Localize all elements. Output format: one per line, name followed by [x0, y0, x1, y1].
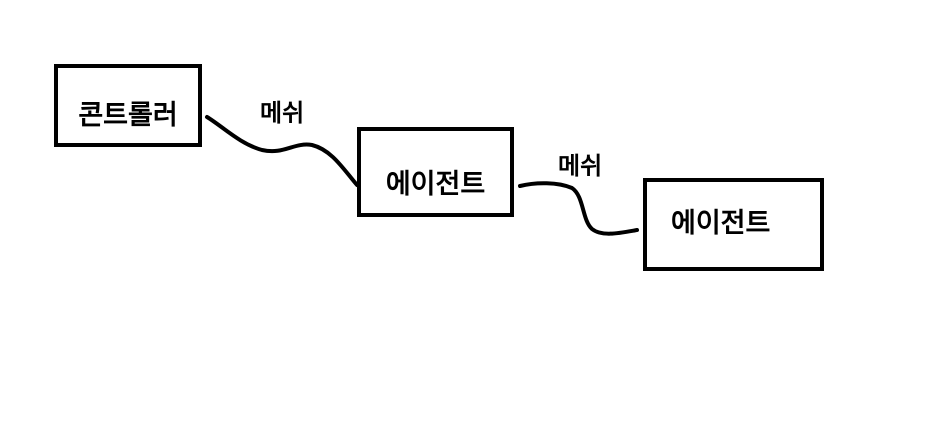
agent-node-1-label: 에이전트: [385, 168, 486, 200]
controller-node: 콘트롤러: [54, 64, 202, 147]
mesh-label-2: 메쉬: [558, 152, 603, 180]
agent-node-2: 에이전트: [643, 178, 824, 271]
mesh-connector-agent-agent: [518, 181, 639, 236]
mesh-label-1: 메쉬: [260, 99, 305, 127]
mesh-connector-controller-agent: [205, 115, 359, 187]
agent-node-1: 에이전트: [357, 127, 514, 217]
controller-node-label: 콘트롤러: [78, 100, 178, 131]
agent-node-2-label: 에이전트: [671, 208, 771, 239]
